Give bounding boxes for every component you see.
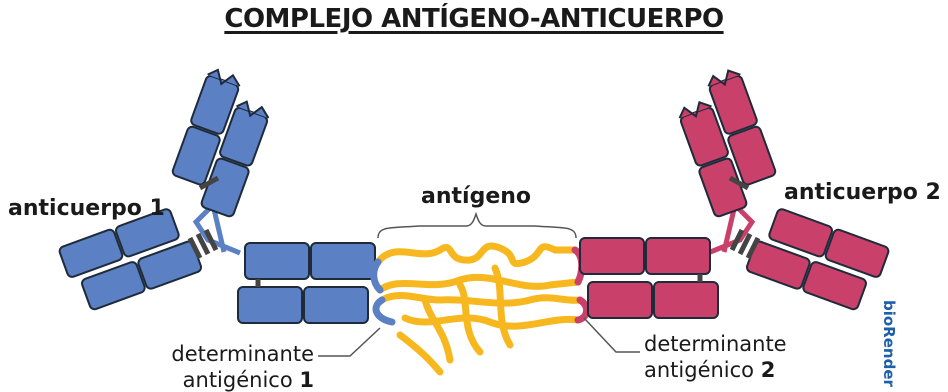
antibody-1-label: anticuerpo 1 <box>8 196 165 221</box>
page-title: COMPLEJO ANTÍGENO-ANTICUERPO <box>224 4 724 34</box>
antigen <box>374 242 584 376</box>
antibody-2-upper-arm <box>678 69 777 218</box>
determinant-1-loop-b <box>372 296 396 326</box>
determinant-1-loop-a <box>370 258 384 294</box>
determinant-2-number: 2 <box>760 358 776 382</box>
antibody-2 <box>579 69 890 319</box>
antigen-brace <box>377 211 577 239</box>
determinant-2-loop-b <box>574 296 590 324</box>
antibody-1 <box>58 68 376 324</box>
biorender-watermark: bioRender <box>880 300 898 387</box>
determinant-1-label: determinante antigénico 1 <box>154 342 314 392</box>
antibody-1-lower-arm <box>58 208 203 311</box>
antibody-2-lower-arm <box>745 208 890 311</box>
antigen-label: antígeno <box>421 184 532 209</box>
antibody-1-upper-arm <box>171 68 270 218</box>
determinant-1-line1: determinante <box>171 342 314 366</box>
determinant-2-leader <box>583 317 640 353</box>
determinant-2-line2: antigénico <box>644 358 755 382</box>
antibody-2-label: anticuerpo 2 <box>784 180 941 205</box>
antibody-2-disulfide <box>729 228 761 260</box>
antibody-2-hinge <box>707 203 756 256</box>
determinant-2-line1: determinante <box>644 332 787 356</box>
antibody-1-disulfide <box>187 228 219 260</box>
determinant-1-leader <box>318 327 381 357</box>
antibody-1-hinge <box>192 203 241 256</box>
determinant-1-number: 1 <box>299 368 314 392</box>
antibody-2-left-arm <box>579 237 719 319</box>
determinant-1-line2: antigénico <box>182 368 293 392</box>
determinant-2-label: determinante antigénico 2 <box>644 332 787 382</box>
antibody-1-right-arm <box>237 242 376 324</box>
